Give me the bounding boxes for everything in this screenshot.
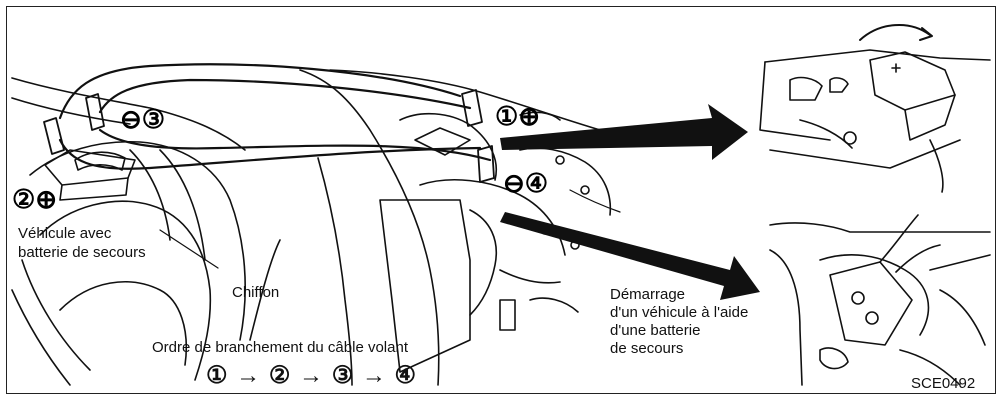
- jump-start-label-line4: de secours: [610, 340, 684, 357]
- callout-arrows: [500, 104, 760, 300]
- arrow-to-positive-inset: [500, 104, 748, 160]
- jumper-cables: [58, 63, 492, 170]
- inset-positive-terminal: [759, 24, 991, 193]
- jump-start-label-line1: Démarrage: [610, 286, 686, 303]
- marker-step-4-negative: ⊖④: [503, 168, 549, 198]
- donor-vehicle-label-line1: Véhicule avec: [18, 225, 112, 242]
- jump-start-label-line3: d'une batterie: [610, 322, 701, 339]
- inset-ground-point: [769, 214, 991, 386]
- rag-leader-line: [159, 229, 219, 269]
- figure-code: SCE0492: [911, 375, 976, 392]
- marker-step-1-positive: ①⊕: [495, 101, 541, 131]
- order-title: Ordre de branchement du câble volant: [152, 339, 408, 356]
- donor-vehicle-label-line2: batterie de secours: [18, 244, 146, 261]
- order-sequence: ① → ② → ③ → ④: [206, 362, 418, 389]
- arrow-to-ground-inset: [500, 212, 760, 300]
- rag-label: Chiffon: [232, 284, 280, 301]
- cable-clamps: [43, 89, 495, 183]
- marker-step-2-positive: ②⊕: [12, 184, 58, 214]
- jump-start-label-line2: d'un véhicule à l'aide: [610, 304, 749, 321]
- marker-step-3-negative: ⊖③: [120, 104, 166, 134]
- jump-start-leader-line: [569, 189, 621, 213]
- donor-vehicle-drawing: [11, 77, 281, 386]
